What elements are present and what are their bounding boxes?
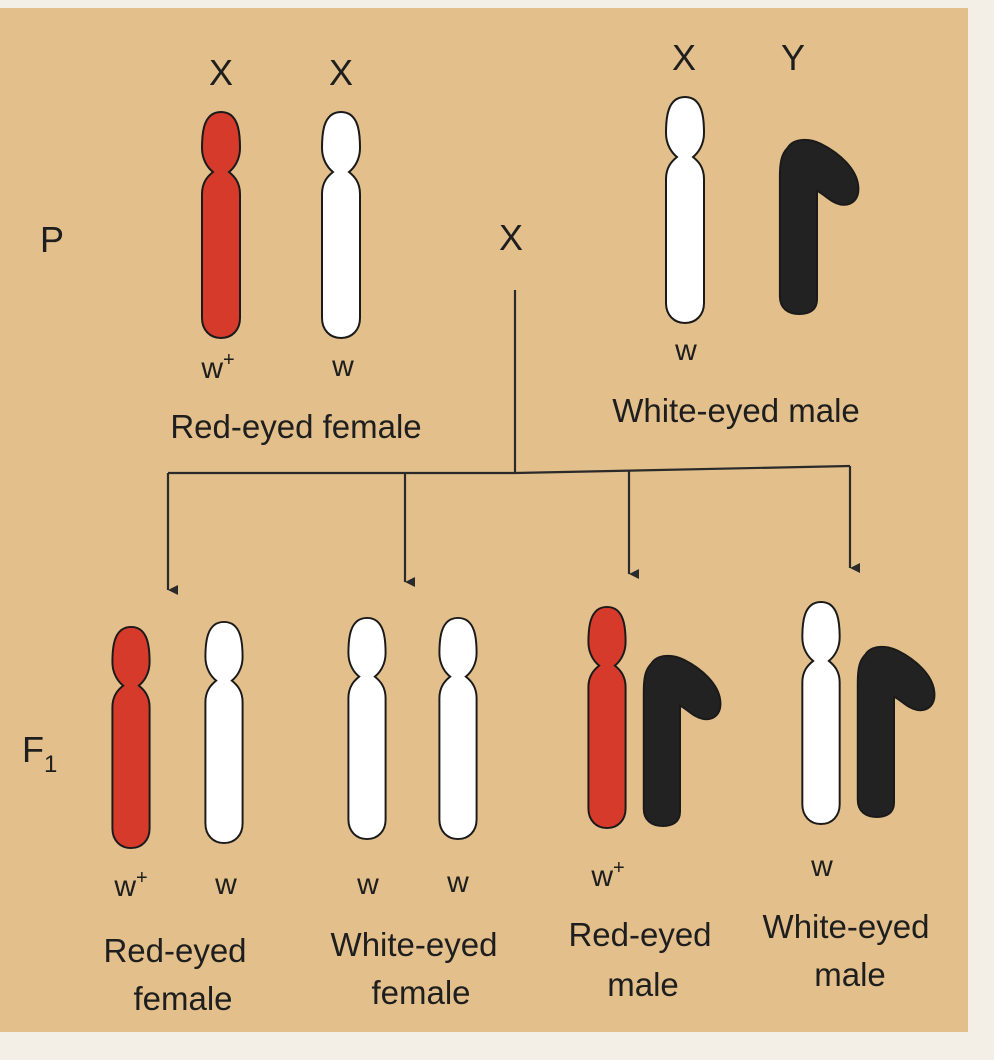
- f1-allele-1-2: w: [214, 868, 237, 901]
- f1-chromosome-white-female-x1: [348, 618, 385, 839]
- p-male-x-chromosome: [666, 97, 704, 323]
- f1-allele-4-1: w: [810, 850, 833, 883]
- f1-chromosome-red-female-x2: [205, 622, 242, 843]
- p-female-x-chromosome-red: [202, 112, 240, 338]
- f1-chromosome-white-female-x2: [439, 618, 476, 839]
- f1-caption-2-line2: female: [371, 974, 470, 1011]
- f1-caption-3-line2: male: [607, 966, 679, 1003]
- f1-caption-4-line2: male: [814, 956, 886, 993]
- p-female-x-chromosome-white: [322, 112, 360, 338]
- male-y-label: Y: [781, 37, 805, 78]
- male-x-label: X: [672, 37, 696, 78]
- f1-caption-1-line2: female: [133, 980, 232, 1017]
- p-allele-w-male: w: [674, 334, 697, 367]
- f1-chromosome-white-male-x: [802, 602, 839, 824]
- f1-chromosome-red-female-x1: [112, 627, 149, 848]
- f1-caption-3-line1: Red-eyed: [568, 916, 711, 953]
- f1-allele-2-2: w: [446, 866, 469, 899]
- f1-caption-1-line1: Red-eyed: [103, 932, 246, 969]
- f1-allele-2-1: w: [356, 868, 379, 901]
- generation-label-p: P: [40, 219, 64, 260]
- f1-caption-2-line1: White-eyed: [331, 926, 498, 963]
- female-x-label-1: X: [209, 52, 233, 93]
- caption-red-eyed-female-parent: Red-eyed female: [170, 408, 421, 445]
- f1-chromosome-red-male-x: [588, 607, 625, 828]
- caption-white-eyed-male-parent: White-eyed male: [612, 392, 860, 429]
- p-allele-w-female: w: [331, 350, 354, 383]
- female-x-label-2: X: [329, 52, 353, 93]
- f1-caption-4-line1: White-eyed: [763, 908, 930, 945]
- cross-symbol: X: [499, 217, 523, 258]
